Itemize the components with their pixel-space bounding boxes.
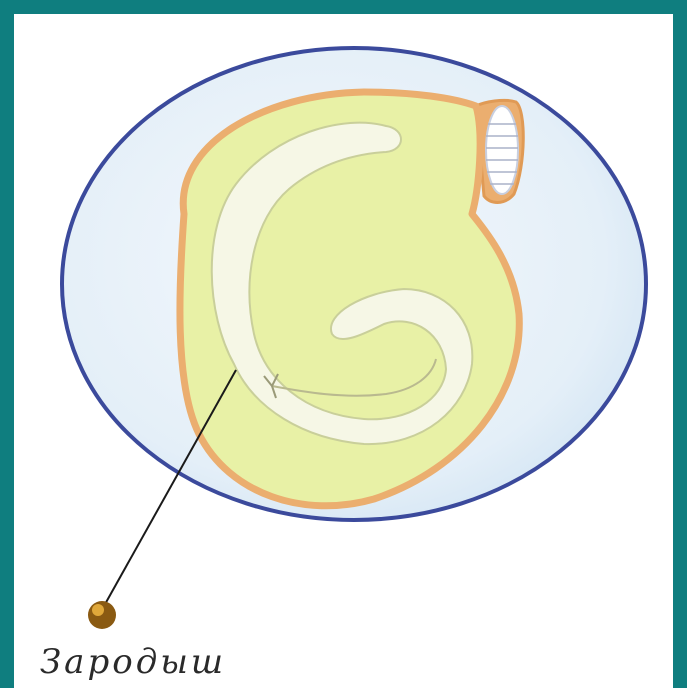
diagram-panel: Зародыш [14,14,673,688]
seed-cross-section-diagram [14,14,673,688]
label-marker-dot [88,601,116,629]
embryo-label: Зародыш [40,642,226,682]
